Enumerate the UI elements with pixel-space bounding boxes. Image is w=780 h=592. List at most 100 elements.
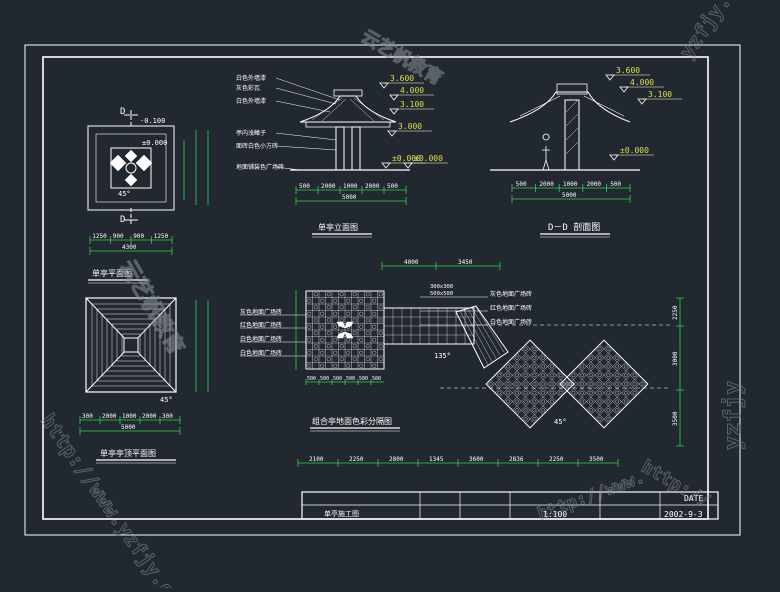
paving-dim-bottom-value: 2250 (349, 456, 364, 463)
plan-dim-value: 1250 (92, 233, 107, 240)
plan-dim-value: 900 (113, 233, 124, 240)
section-title: D－D 剖面图 (548, 221, 600, 233)
elevation-dim-value: 1000 (343, 183, 358, 190)
plan-elev-mark-1: -0.100 (140, 117, 165, 125)
paving-angle: 45° (554, 418, 567, 426)
combined-pavilion-paving-plan: 灰色地面广场砖红色地面广场砖白色地面广场砖白色地面广场砖灰色地面广场砖红色地面广… (240, 259, 684, 467)
elevation-level-triangle (403, 162, 413, 169)
roof-title: 单亭亭顶平面图 (100, 448, 156, 458)
elevation-leaders (275, 77, 341, 171)
plan-dim-total: 4300 (122, 244, 137, 251)
elevation-dim-value: 2000 (365, 183, 380, 190)
plan-angle: 45° (118, 190, 131, 198)
elevation-level-triangle (389, 94, 399, 101)
elevation-level-value: 3.000 (398, 122, 422, 131)
section-level-triangle (619, 86, 629, 93)
paving-dim-bottom-value: 3500 (589, 456, 604, 463)
roof-dim-total: 5000 (121, 424, 136, 431)
paving-dim-bottom-value: 2800 (389, 456, 404, 463)
elevation-level-triangle (381, 162, 391, 169)
paving-leader-left: 白色地面广场砖 (240, 335, 282, 343)
section-dim-value: 2000 (539, 181, 554, 188)
paving-dim-right-value: 2250 (672, 305, 679, 320)
human-figure-icon (542, 133, 550, 171)
paving-dim-bottom-value: 3600 (469, 456, 484, 463)
paving-dim-bottom-value: 2250 (549, 456, 564, 463)
elevation-level-value: ±0.000 (392, 154, 421, 163)
elevation-level-value: 3.600 (390, 74, 414, 83)
paving-dim-top-value: 4000 (404, 259, 419, 266)
elevation-dim-value: 2000 (321, 183, 336, 190)
section-dim-total: 5000 (562, 192, 577, 199)
paving-leader-left: 红色地面广场砖 (240, 321, 282, 329)
elevation-leader-label: 地面铺装色广场砖 (236, 163, 284, 171)
paving-dim-small-value: 500 (372, 376, 381, 382)
elevation-title: 单亭立面图 (318, 222, 358, 232)
paving-square (485, 339, 575, 429)
section-level-triangle (609, 154, 619, 161)
paving-square (559, 339, 649, 429)
roof-dim-value: 300 (162, 413, 173, 420)
elevation-level-value: 3.100 (400, 100, 424, 109)
roof-dim-value: 1000 (122, 413, 137, 420)
paving-dim-bottom-value: 1345 (429, 456, 444, 463)
title-block-drawing-name: 单亭施工图 (324, 509, 359, 518)
section-level-value: ±0.000 (620, 146, 649, 155)
paving-dim-bottom-value: 2100 (309, 456, 324, 463)
roof-angle: 45° (160, 396, 173, 404)
elevation-dim-value: 500 (387, 183, 398, 190)
paving-callout: 500x500 (430, 291, 453, 297)
section-dim-value: 2000 (587, 181, 602, 188)
watermark-text: http:// (638, 456, 714, 512)
plan-title: 单亭平面图 (92, 268, 132, 278)
paving-dim-bottom-value: 2836 (509, 456, 524, 463)
watermark-text: yzfjy (720, 381, 746, 450)
paving-pattern (305, 290, 649, 429)
outer-frame (24, 44, 741, 536)
elevation-level-triangle (387, 130, 397, 137)
paving-title: 组合亭地面色彩分隔图 (312, 416, 392, 426)
elevation-level-value: 4.000 (400, 86, 424, 95)
elevation-dim-value: 500 (299, 183, 310, 190)
elevation-leader-label: 亭内浅鳍子 (236, 129, 266, 137)
section-hatch (565, 99, 579, 155)
plan-dim-value: 1250 (154, 233, 169, 240)
section-level-triangle (605, 74, 615, 81)
section-level-triangle (637, 98, 647, 105)
paving-leader-right: 红色地面广场砖 (490, 304, 532, 312)
watermark-layer: http://www.yzfjy.com云艺帆教育http://www.yzfj… (35, 0, 756, 592)
title-block-scale: 1:100 (543, 510, 567, 519)
watermark-text: yzfjy.com (674, 0, 756, 63)
title-block: 单亭施工图 1:100 DATE 2002-9-3 (301, 491, 719, 520)
roof-dim-value: 300 (82, 413, 93, 420)
elevation-leader-label: 白色外墙漆 (236, 97, 266, 105)
elevation-leader-label: 灰色彩瓦 (236, 84, 260, 92)
paving-leader-left: 白色地面广场砖 (240, 349, 282, 357)
title-block-date-label: DATE (684, 494, 703, 503)
paving-dim-small-value: 500 (359, 376, 368, 382)
paving-leader-left: 灰色地面广场砖 (240, 308, 282, 316)
elevation-dim-total: 5000 (342, 194, 357, 201)
paving-dim-right-value: 3000 (672, 351, 679, 366)
plan-dim-left (183, 130, 209, 205)
roof-dim-value: 2000 (102, 413, 117, 420)
paving-dim-right-value: 3500 (672, 411, 679, 426)
section-level-value: 3.100 (648, 90, 672, 99)
paving-angle: 135° (434, 352, 451, 360)
paving-dim-top-value: 3450 (458, 259, 473, 266)
elevation-roof-hatch (311, 97, 385, 122)
paving-leader-right: 白色地面广场砖 (490, 318, 532, 326)
plan-dim-value: 900 (133, 233, 144, 240)
plan-section-mark-bottom: D (120, 215, 125, 225)
roof-dim-left (195, 300, 209, 392)
